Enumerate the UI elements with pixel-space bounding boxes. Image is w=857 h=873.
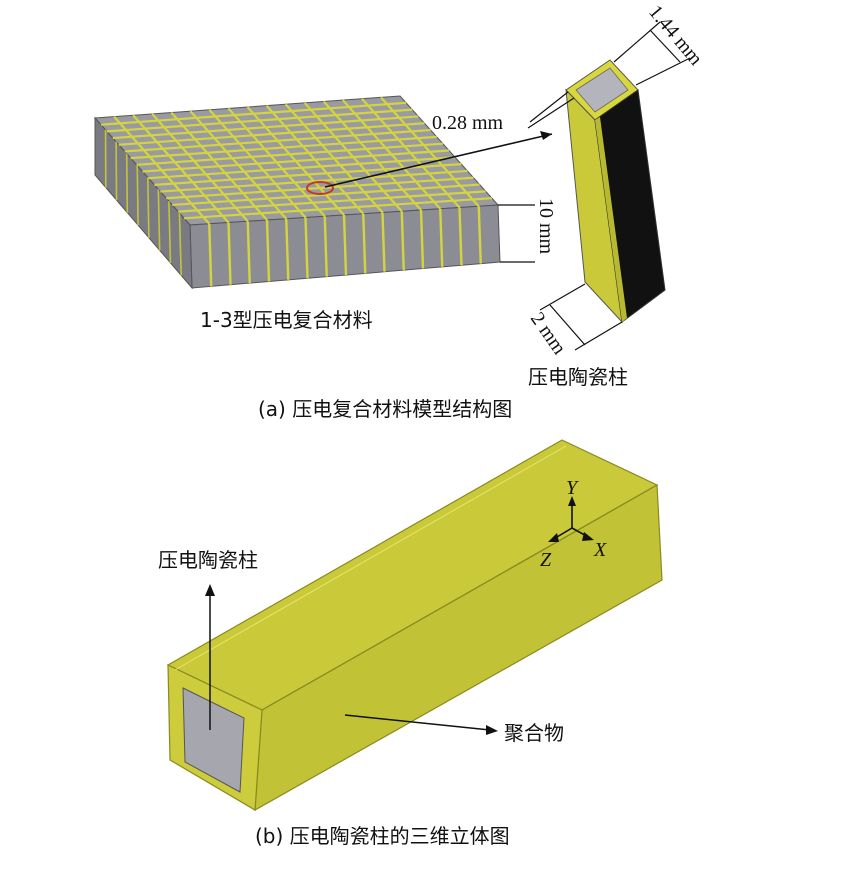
plate-side-polymer-line bbox=[146, 177, 150, 238]
polymer-label: 聚合物 bbox=[504, 721, 564, 745]
plate-polymer-line bbox=[178, 190, 486, 213]
dim-base-label: 2 mm bbox=[526, 308, 571, 359]
plate-side-polymer-line bbox=[178, 213, 183, 276]
plate-front-polymer-line bbox=[439, 208, 444, 267]
plate-front-polymer-line bbox=[419, 209, 425, 269]
plate-polymer-line bbox=[183, 197, 492, 220]
plate-front-polymer-line bbox=[265, 219, 271, 282]
height-dimension bbox=[498, 204, 535, 263]
axis-triad bbox=[548, 496, 594, 542]
column-label-a: 压电陶瓷柱 bbox=[528, 365, 628, 389]
plate-grid-lines bbox=[100, 96, 492, 287]
plate-front-polymer-line bbox=[400, 211, 405, 271]
axis-y-label: Y bbox=[566, 477, 579, 499]
plate-front-polymer-line bbox=[458, 207, 463, 266]
axis-x-label: X bbox=[593, 539, 607, 561]
plate-polymer-line bbox=[142, 149, 450, 173]
plate-polymer-line bbox=[148, 156, 456, 180]
plate-polymer-line bbox=[265, 104, 365, 215]
plate-front-polymer-line bbox=[381, 212, 386, 272]
plate-front-polymer-line bbox=[477, 206, 482, 264]
plate-side-polymer-line bbox=[168, 201, 172, 263]
plate-polymer-line bbox=[166, 176, 474, 200]
pointer-arrow-column bbox=[205, 584, 215, 730]
pointer-arrow-polymer bbox=[344, 714, 498, 735]
plate-front-polymer-line bbox=[285, 218, 290, 280]
column-3d bbox=[166, 439, 663, 812]
plate-front-polymer-line bbox=[342, 214, 348, 276]
caption-b: (b) 压电陶瓷柱的三维立体图 bbox=[255, 824, 510, 848]
plate-side-polymer-line bbox=[125, 153, 129, 213]
axis-z-label: Z bbox=[540, 549, 552, 571]
plate-side-polymer-line bbox=[136, 165, 139, 226]
plate-front-polymer-line bbox=[227, 222, 232, 285]
plate-front-polymer-line bbox=[208, 223, 213, 287]
plate-polymer-line bbox=[172, 183, 480, 207]
plate-polymer-line bbox=[303, 102, 403, 212]
plate-polymer-line bbox=[380, 96, 480, 207]
column-dimensions bbox=[527, 21, 691, 351]
plate-front-polymer-line bbox=[362, 213, 367, 274]
ceramic-column-a bbox=[565, 59, 666, 324]
selected-column-marker bbox=[306, 181, 334, 195]
plate-polymer-line bbox=[284, 103, 384, 214]
composite-plate bbox=[93, 95, 501, 290]
plate-polymer-line bbox=[361, 98, 461, 209]
plate-side-polymer-line bbox=[157, 189, 161, 251]
pointer-arrow-a bbox=[324, 131, 553, 188]
dim-width-label: 1.44 mm bbox=[644, 1, 707, 70]
caption-a: (a) 压电复合材料模型结构图 bbox=[258, 397, 512, 421]
plate-polymer-line bbox=[341, 99, 442, 210]
plate-polymer-line bbox=[322, 100, 422, 211]
plate-front-polymer-line bbox=[304, 217, 309, 279]
dim-wall-label: 0.28 mm bbox=[432, 112, 504, 134]
dim-height-label: 10 mm bbox=[535, 198, 557, 255]
plate-front-polymer-line bbox=[323, 216, 328, 277]
plate-polymer-line bbox=[160, 169, 468, 193]
composite-label: 1-3型压电复合材料 bbox=[200, 308, 373, 332]
plate-front-polymer-line bbox=[246, 221, 251, 284]
column-label-b: 压电陶瓷柱 bbox=[158, 548, 258, 572]
